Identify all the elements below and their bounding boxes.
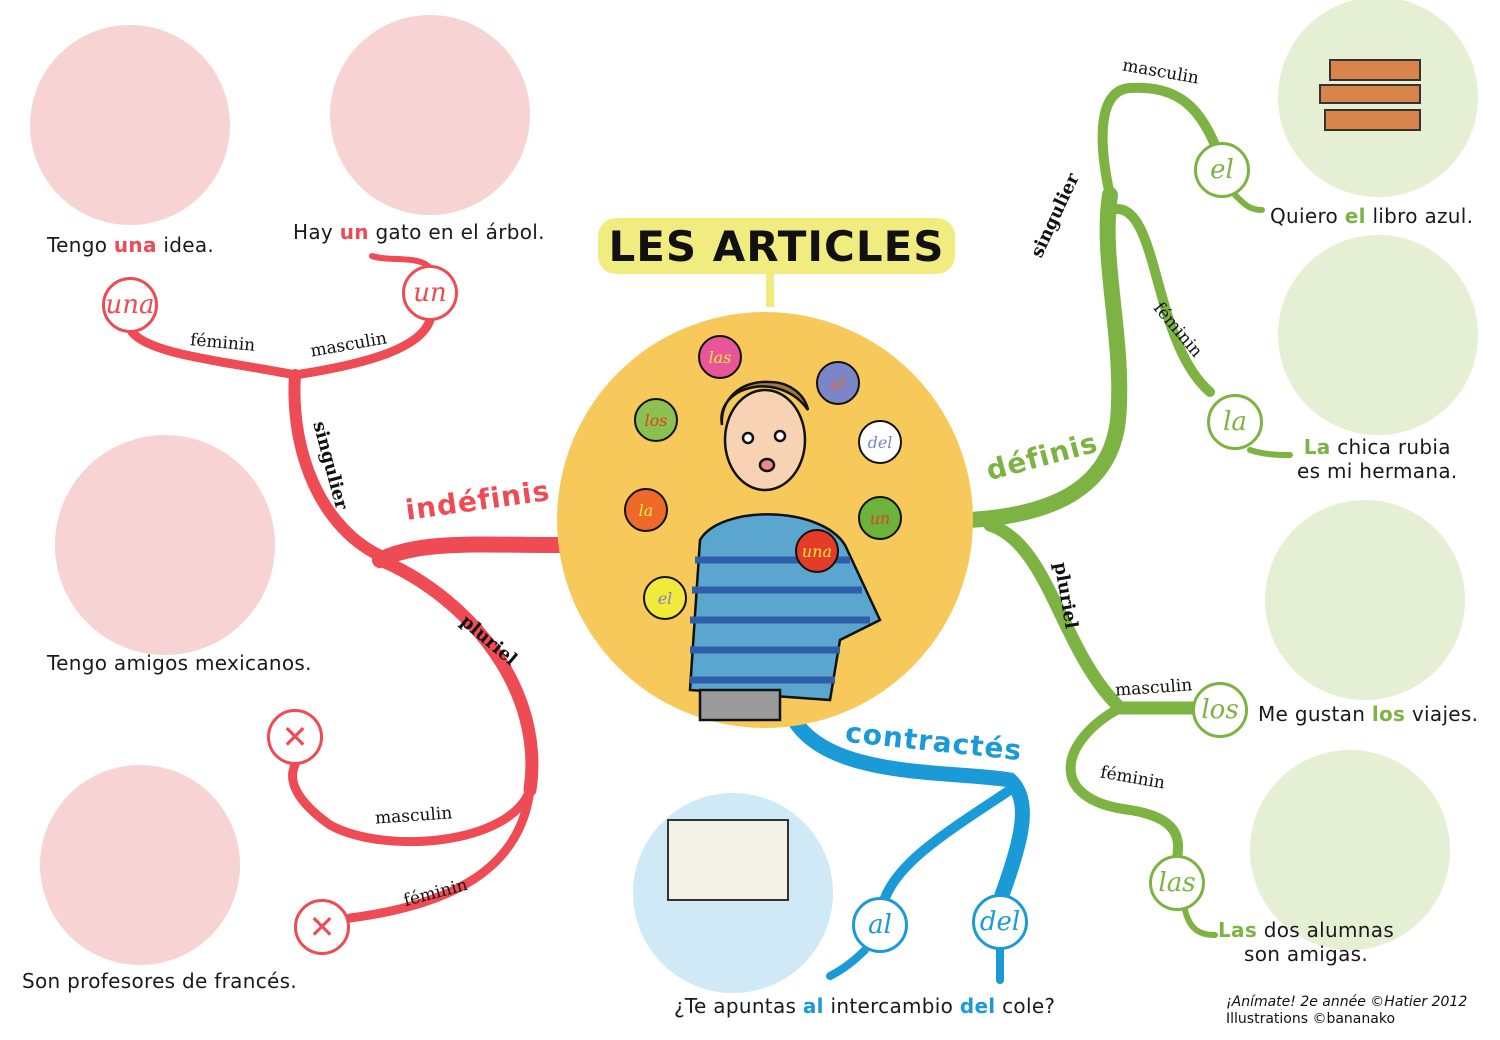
page-title: LES ARTICLES bbox=[598, 218, 955, 274]
contractes-branches bbox=[782, 704, 1030, 984]
no-article-x-icon: ✕ bbox=[294, 899, 350, 955]
ball-un: un bbox=[858, 496, 902, 540]
illustration-friends bbox=[55, 435, 275, 655]
ball-al: al bbox=[816, 361, 860, 405]
illustration-cat-tree bbox=[330, 15, 530, 215]
sentence-un: Hay un gato en el árbol. bbox=[293, 220, 545, 244]
books-drawing bbox=[1319, 59, 1421, 131]
article-al: al bbox=[852, 897, 908, 953]
illustration-travel bbox=[1265, 500, 1465, 700]
sentence-los: Me gustan los viajes. bbox=[1258, 702, 1479, 726]
definis-branches bbox=[962, 82, 1293, 938]
illustration-students bbox=[1250, 750, 1450, 950]
article-el: el bbox=[1194, 142, 1250, 198]
article-la: la bbox=[1207, 394, 1263, 450]
sentence-una: Tengo una idea. bbox=[47, 233, 215, 257]
ball-el: el bbox=[643, 576, 687, 620]
article-las: las bbox=[1149, 855, 1205, 911]
sentence-contractes: ¿Te apuntas al intercambio del cole? bbox=[674, 994, 1056, 1018]
illustration-girls bbox=[1278, 235, 1478, 435]
indefinis-branches bbox=[127, 253, 568, 923]
illustration-idea bbox=[30, 25, 230, 225]
ball-del: del bbox=[858, 420, 902, 464]
sentence-profesores: Son profesores de francés. bbox=[22, 969, 297, 993]
sentence-amigos: Tengo amigos mexicanos. bbox=[47, 651, 312, 675]
ball-la: la bbox=[624, 488, 668, 532]
article-los: los bbox=[1192, 682, 1248, 738]
notice-board-drawing bbox=[667, 819, 789, 901]
article-del: del bbox=[972, 894, 1028, 950]
illustration-teachers bbox=[40, 765, 240, 965]
sentence-el: Quiero el libro azul. bbox=[1270, 204, 1474, 228]
ball-una: una bbox=[795, 529, 839, 573]
ball-las: las bbox=[698, 335, 742, 379]
ball-los: los bbox=[634, 398, 678, 442]
no-article-x-icon: ✕ bbox=[267, 709, 323, 765]
article-una: una bbox=[102, 277, 158, 333]
article-un: un bbox=[402, 265, 458, 321]
